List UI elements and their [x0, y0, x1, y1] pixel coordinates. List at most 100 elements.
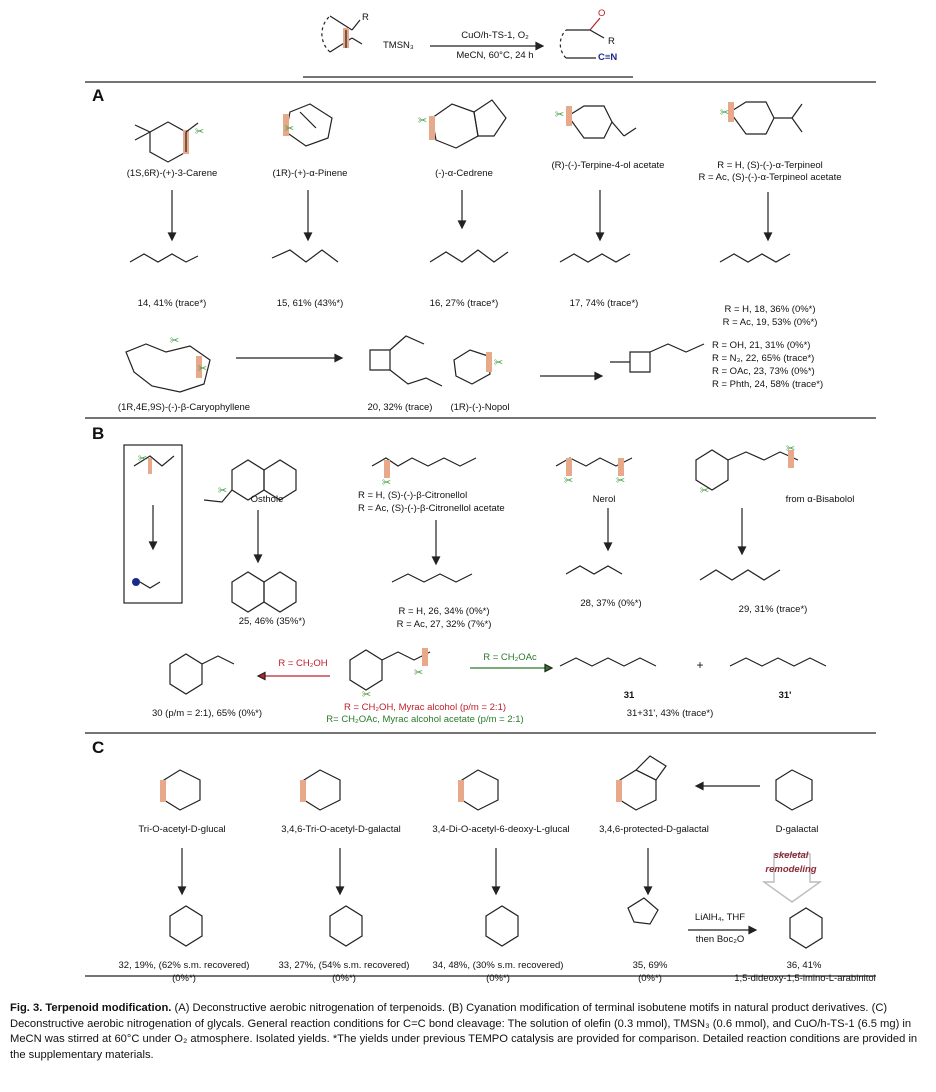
product-name: 1,5-dideoxy-1,5-imino-L-arabinitol	[734, 973, 876, 984]
product-label: 33, 27%, (54% s.m. recovered)	[278, 960, 410, 971]
product-label: R = Ac, 19, 53% (0%*)	[722, 317, 818, 328]
d-galactal-structure	[775, 769, 813, 811]
substrate-ring-dashed	[321, 15, 331, 53]
scissors-icon: ✂	[362, 688, 371, 701]
product-label: 20, 32% (trace)	[367, 402, 433, 413]
substrate-label: Ostholе	[250, 494, 284, 505]
product-31p-chain	[729, 657, 827, 667]
product-label: (0%*)	[638, 973, 662, 984]
product-14-chain	[129, 253, 199, 263]
reduction-bottom: then Boc₂O	[695, 934, 745, 945]
product-o-label: O	[598, 8, 606, 19]
product-label: 30 (p/m = 2:1), 65% (0%*)	[151, 708, 263, 719]
substrate-r-label: R	[362, 12, 369, 23]
product-26-chain	[391, 573, 473, 583]
cedrene-structure	[429, 99, 507, 149]
scissors-icon: ✂	[616, 474, 625, 487]
product-label: 35, 69%	[632, 960, 668, 971]
product-label: R = Ac, 27, 32% (7%*)	[396, 619, 492, 630]
arrow-label-left: R = CH₂OH	[278, 658, 328, 669]
product-label: 29, 31% (trace*)	[738, 604, 808, 615]
product-15-chain	[271, 249, 339, 263]
product-label: (0%*)	[486, 973, 510, 984]
product-label: R = N₃, 22, 65% (trace*)	[712, 353, 815, 364]
substrate-label: D-galactal	[775, 824, 819, 835]
product-label: 16, 27% (trace*)	[429, 298, 499, 309]
conditions-top: CuO/h-TS-1, O₂	[461, 30, 529, 41]
carene-structure	[134, 121, 199, 163]
product-label: 34, 48%, (30% s.m. recovered)	[432, 960, 564, 971]
carbonyl-bond	[589, 17, 601, 31]
product-r-label: R	[608, 36, 615, 47]
substrate-bond	[329, 15, 353, 31]
product-36-ring	[789, 907, 823, 949]
product-label: 28, 37% (0%*)	[580, 598, 642, 609]
product-18-chain	[719, 253, 791, 263]
substrate-label: R = H, (S)-(-)-β-Citronellol	[358, 490, 468, 501]
bisabolol-structure	[695, 449, 729, 491]
product-label: (0%*)	[172, 973, 196, 984]
product-label: R = OH, 21, 31% (0%*)	[712, 340, 811, 351]
myrac-label-green: R= CH₂OAc, Myrac alcohol acetate (p/m = …	[326, 714, 524, 725]
arrow-label-right: R = CH₂OAc	[483, 652, 537, 663]
product-chain-dashed	[559, 29, 567, 59]
product-bond	[589, 29, 605, 39]
plus-sign: +	[696, 658, 704, 672]
conditions-bottom: MeCN, 60°C, 24 h	[456, 50, 534, 61]
product-label: R = OAc, 23, 73% (0%*)	[712, 366, 815, 377]
product-29-chain	[699, 569, 781, 581]
product-25-ring	[231, 571, 265, 613]
product-label: 17, 74% (trace*)	[569, 298, 639, 309]
product-17-chain	[559, 253, 631, 263]
product-label: 31'	[778, 690, 792, 701]
scheme-graphic: ✂ ✂ ✂ ✂ ✂ ✂ ✂ ✂ ✂ ✂ ✂ ✂ ✂ ✂ ✂ ✂ ✂	[85, 15, 876, 977]
product-label: 25, 46% (35%*)	[238, 616, 306, 627]
citronellol-chain	[371, 457, 477, 467]
scissors-icon: ✂	[414, 666, 423, 679]
caryophyllene-structure	[125, 343, 211, 393]
scissors-icon: ✂	[555, 108, 564, 121]
reagent-label: TMSN₃	[383, 40, 414, 51]
terpineol-acetate-structure	[566, 105, 637, 139]
terpineol-structure	[728, 101, 803, 135]
scissors-icon: ✂	[218, 484, 227, 497]
product-nitrile-label: C≡N	[598, 52, 618, 63]
figure-legend: Fig. 3. Terpenoid modification. (A) Deco…	[10, 1001, 928, 1063]
section-c-label: C	[92, 738, 105, 757]
product-32-ring	[169, 905, 203, 947]
product-16-chain	[429, 249, 509, 263]
osthole-structure	[203, 459, 297, 503]
section-a-label: A	[92, 86, 105, 105]
product-20-core	[369, 349, 391, 371]
substrate-label: R = Ac, (S)-(-)-β-Citronellol acetate	[358, 503, 505, 514]
product-33-ring	[329, 905, 363, 947]
arrowhead	[535, 41, 545, 51]
product-31-chain	[559, 657, 657, 667]
section-b-label: B	[92, 424, 105, 443]
reduction-top: LiAlH₄, THF	[694, 912, 746, 923]
substrate-label: 3,4,6-protected-D-galactal	[599, 824, 709, 835]
substrate-label: 3,4-Di-O-acetyl-6-deoxy-L-glucal	[432, 824, 570, 835]
scissors-icon: ✂	[720, 106, 729, 119]
product-label: R = H, 18, 36% (0%*)	[724, 304, 816, 315]
scissors-icon: ✂	[198, 362, 207, 375]
substrate-label: (-)-α-Cedrene	[435, 168, 493, 179]
substrate-label: (1R)-(-)-Nopol	[450, 402, 510, 413]
scissors-icon: ✂	[382, 476, 391, 489]
remodel-arrow	[761, 853, 823, 903]
substrate-label: R = H, (S)-(-)-α-Terpineol	[717, 160, 823, 171]
galactal-structure	[300, 769, 341, 811]
scissors-icon: ✂	[700, 484, 709, 497]
substrate-label: Nerol	[592, 494, 616, 505]
myrac-structure	[349, 649, 383, 691]
product-label: 14, 41% (trace*)	[137, 298, 207, 309]
substrate-bond	[351, 37, 363, 45]
substrate-label: (1R)-(+)-α-Pinene	[272, 168, 348, 179]
substrate-label: Tri-O-acetyl-D-glucal	[138, 824, 226, 835]
product-label: R = Phth, 24, 58% (trace*)	[712, 379, 824, 390]
product-label: 31+31', 43% (trace*)	[626, 708, 714, 719]
product-label: (0%*)	[332, 973, 356, 984]
isobutene-motif	[133, 455, 175, 467]
protected-galactal-structure	[616, 755, 667, 811]
myrac-label-red: R = CH₂OH, Myrac alcohol (p/m = 2:1)	[343, 702, 507, 713]
